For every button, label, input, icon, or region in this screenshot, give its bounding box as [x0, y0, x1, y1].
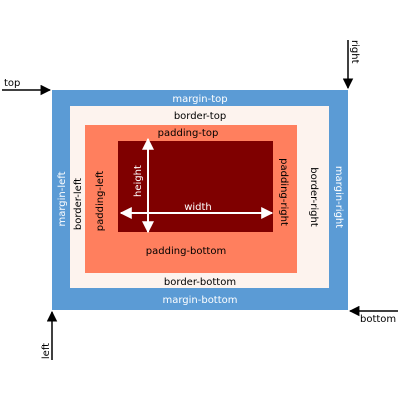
left-label: left [41, 343, 52, 359]
margin-top-label: margin-top [172, 94, 227, 105]
bottom-label: bottom [360, 314, 396, 325]
border-left-label: border-left [73, 178, 84, 230]
padding-bottom-label: padding-bottom [146, 246, 226, 257]
border-right-label: border-right [308, 167, 319, 227]
margin-bottom-label: margin-bottom [162, 295, 237, 306]
margin-left-label: margin-left [57, 171, 68, 226]
width-label: width [184, 202, 212, 213]
padding-right-label: padding-right [278, 158, 289, 226]
border-bottom-label: border-bottom [164, 277, 236, 288]
padding-top-label: padding-top [158, 128, 219, 139]
height-label: height [133, 165, 144, 197]
margin-right-label: margin-right [333, 166, 344, 228]
padding-left-label: padding-left [95, 171, 106, 232]
top-label: top [4, 78, 20, 89]
right-label: right [349, 40, 360, 64]
border-top-label: border-top [174, 111, 226, 122]
